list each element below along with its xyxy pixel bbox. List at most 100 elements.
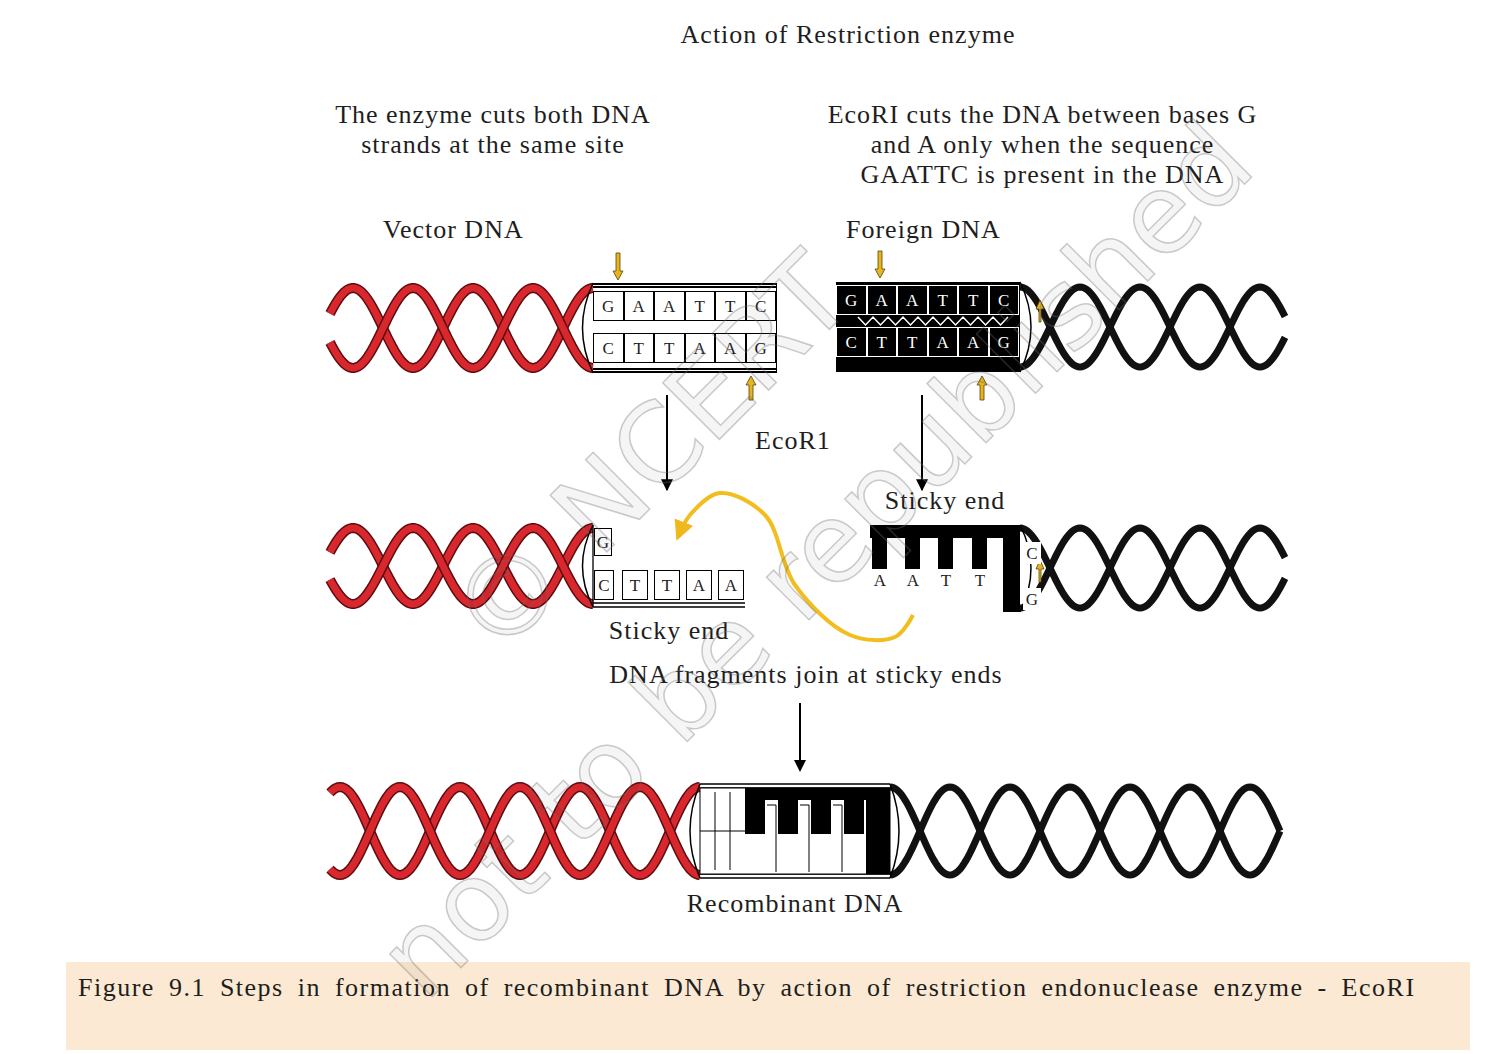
junction-tooth — [778, 800, 798, 834]
base-letter: A — [715, 333, 746, 363]
dna-helix-strand — [1020, 287, 1285, 367]
dna-helix-strand-edge — [330, 528, 593, 604]
recombinant-junction: Recombinant DNA — [700, 784, 890, 878]
base-letter: G — [594, 528, 612, 556]
cut-site-arrow — [875, 251, 885, 278]
dna-helix-strand — [330, 288, 593, 368]
cut-site-arrow — [613, 253, 623, 280]
base-letter: C — [593, 333, 624, 363]
base-letter: T — [654, 570, 680, 600]
dna-helix-strand-edge — [330, 787, 700, 875]
cut-site-arrow — [746, 376, 756, 400]
dna-helix-strand — [1020, 287, 1285, 367]
part-label: Foreign DNA — [846, 215, 1001, 245]
joining-arrow — [678, 493, 913, 640]
base-letter: T — [867, 327, 898, 357]
dna-helix-strand — [890, 787, 1280, 875]
strand-end-curve — [583, 525, 594, 607]
base-letter: T — [685, 291, 716, 321]
base-letter: T — [897, 327, 928, 357]
strand-end-curve — [1020, 282, 1031, 372]
figure-caption: Figure 9.1 Steps in formation of recombi… — [66, 962, 1470, 1050]
base-letter: T — [622, 570, 648, 600]
step-label: DNA fragments join at sticky ends — [556, 660, 1056, 690]
cut-line — [858, 317, 1008, 325]
helix-group — [330, 287, 1285, 875]
junction-tooth — [745, 800, 765, 834]
dna-helix-strand — [330, 787, 700, 875]
dna-helix-strand — [330, 787, 700, 875]
enzyme-label: EcoR1 — [755, 426, 831, 456]
base-letter: G — [836, 285, 867, 315]
strand-backbone — [593, 525, 745, 607]
annotation-text: EcoRI cuts the DNA between bases G and A… — [815, 100, 1270, 190]
step-arrow-head — [794, 760, 806, 772]
dna-helix-strand-edge — [330, 288, 593, 368]
edge-group — [667, 395, 922, 640]
dna-helix-strand — [890, 787, 1280, 875]
base-letter: A — [685, 333, 716, 363]
base-letter: T — [938, 570, 954, 590]
step-arrow-shaft — [799, 703, 801, 762]
dna-helix-strand — [330, 288, 593, 368]
base-letter: C — [1023, 542, 1041, 564]
strand-end-curve — [583, 283, 594, 373]
sticky-end-tooth — [972, 538, 987, 569]
strand-backbone — [700, 784, 890, 878]
cut-fragment: Sticky endAATTCG — [860, 520, 1045, 615]
base-letter: A — [872, 570, 888, 590]
dna-helix-strand — [330, 528, 593, 604]
base-letter: A — [686, 570, 712, 600]
base-letter: A — [897, 285, 928, 315]
dna-helix-strand-edge — [330, 787, 700, 875]
sticky-end-tooth — [938, 538, 953, 569]
cut-site-arrow — [1036, 300, 1044, 322]
base-letter: A — [654, 291, 685, 321]
base-letter: T — [958, 285, 989, 315]
restriction-site-box: GAATTCCTTAAG — [593, 283, 777, 373]
process-arrow — [666, 395, 668, 490]
restriction-site-box: GAATTCCTTAAG — [836, 282, 1020, 372]
base-letter: A — [867, 285, 898, 315]
base-letter: C — [594, 570, 614, 600]
base-letter: C — [989, 285, 1020, 315]
base-cell-lines — [767, 805, 842, 872]
sticky-end-tooth — [905, 538, 920, 569]
cut-site-arrow — [977, 376, 987, 400]
base-letter: T — [928, 285, 959, 315]
dna-helix-strand-edge — [330, 528, 593, 604]
part-label: Vector DNA — [383, 215, 524, 245]
base-letter: G — [746, 333, 777, 363]
strand-end-curve — [690, 784, 700, 878]
figure-title: Action of Restriction enzyme — [548, 20, 1148, 50]
product-label: Recombinant DNA — [655, 889, 935, 919]
base-letter: T — [624, 333, 655, 363]
base-letter: A — [718, 570, 744, 600]
base-letter: G — [593, 291, 624, 321]
process-arrow — [921, 395, 923, 490]
annotation-text: The enzyme cuts both DNA strands at the … — [313, 100, 673, 160]
junction-box — [700, 788, 890, 874]
junction-tooth — [811, 800, 831, 834]
base-letter: A — [624, 291, 655, 321]
base-letter: T — [715, 291, 746, 321]
base-letter: G — [1023, 588, 1041, 610]
dna-helix-strand — [330, 528, 593, 604]
base-letter: G — [989, 327, 1020, 357]
base-cell-lines — [700, 792, 745, 870]
base-letter: C — [746, 291, 777, 321]
cut-fragment: GCTTAASticky end — [593, 525, 745, 605]
base-letter: C — [836, 327, 867, 357]
dna-helix-strand — [1020, 528, 1285, 608]
base-letter: A — [928, 327, 959, 357]
junction-tooth — [844, 800, 864, 834]
base-letter: T — [972, 570, 988, 590]
sticky-end-label: Sticky end — [855, 486, 1035, 516]
sticky-end-tooth — [872, 538, 887, 569]
sticky-end-label: Sticky end — [579, 616, 759, 646]
dna-helix-strand — [1020, 528, 1285, 608]
base-letter: A — [958, 327, 989, 357]
